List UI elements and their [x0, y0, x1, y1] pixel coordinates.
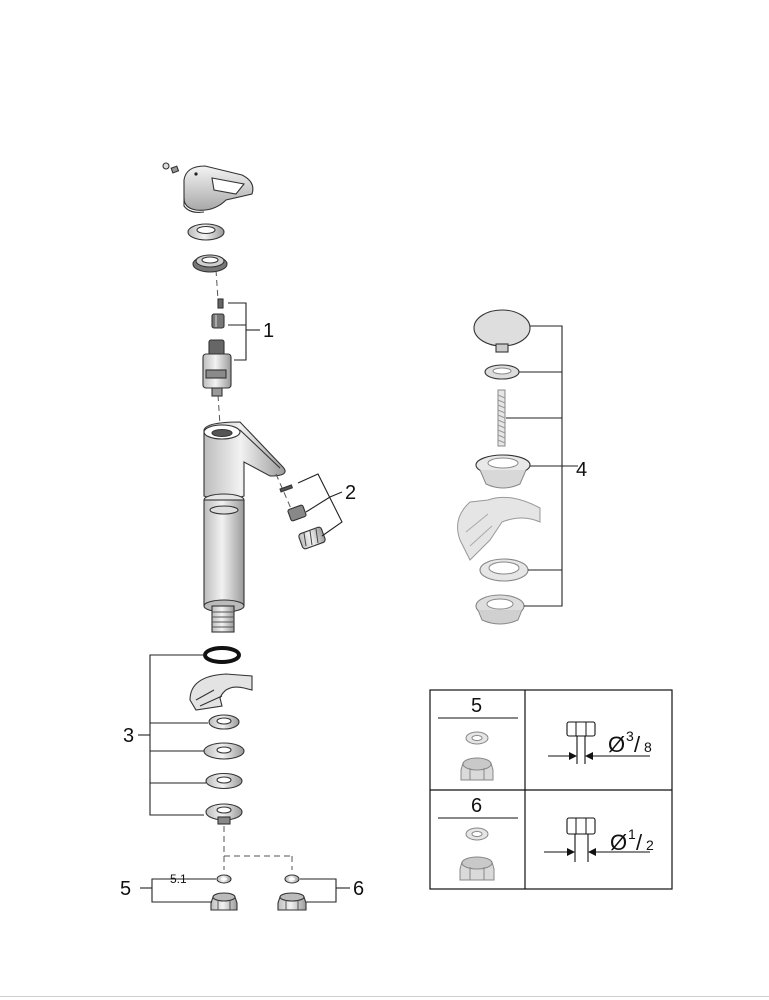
- cap-ring-icon: [187, 223, 225, 241]
- table-row-label-6: 6: [471, 795, 482, 817]
- washer-icon: [205, 772, 243, 790]
- washer-icon: [284, 874, 300, 884]
- callout-label-1: 1: [263, 320, 274, 342]
- fraction-denominator: 2: [646, 837, 654, 853]
- waste-flange-icon: [475, 454, 531, 489]
- fraction-denominator: 8: [644, 739, 652, 755]
- pipe-fitting-icon: [544, 817, 650, 862]
- page-divider: [0, 996, 769, 997]
- plug-cap-icon: [473, 309, 531, 353]
- fraction-slash: /: [634, 732, 641, 757]
- callout-label-5-1: 5.1: [170, 872, 187, 886]
- adapter-icon: [211, 313, 225, 329]
- callout-5-bracket: [140, 878, 216, 903]
- basin-section-icon: [189, 673, 253, 711]
- connection-lines: [223, 826, 293, 870]
- faucet-assembly: 1 2: [120, 162, 364, 911]
- extension-tube-icon: [203, 493, 245, 633]
- callout-label-6: 6: [353, 878, 364, 900]
- aerator-seal-icon: [279, 484, 294, 493]
- callout-2-bracket: [297, 473, 343, 537]
- pop-up-waste-assembly: 4: [457, 309, 587, 625]
- nut-icon: [460, 757, 494, 781]
- set-screw-icon: [162, 162, 180, 174]
- lock-nut-icon: [475, 594, 525, 625]
- washer-icon: [216, 874, 232, 884]
- callout-label-4: 4: [576, 459, 587, 481]
- threaded-rod-icon: [497, 389, 506, 447]
- callout-4-bracket: [506, 325, 578, 607]
- aerator-housing-icon: [298, 526, 326, 550]
- screw-icon: [217, 298, 224, 309]
- callout-3-bracket: [138, 654, 208, 816]
- o-ring-icon: [203, 646, 241, 664]
- washer-icon: [465, 731, 489, 745]
- callout-label-5: 5: [120, 878, 131, 900]
- seal-ring-icon: [484, 364, 520, 380]
- callout-1-bracket: [228, 302, 260, 361]
- table-row-label-5: 5: [471, 695, 482, 717]
- diameter-symbol: Ø: [608, 732, 625, 757]
- fraction-numerator: 3: [626, 728, 634, 744]
- threaded-nut-icon: [192, 254, 228, 273]
- fraction-numerator: 1: [628, 826, 636, 842]
- nut-icon: [210, 892, 238, 911]
- diameter-symbol: Ø: [610, 830, 627, 855]
- axis-line: [217, 394, 221, 426]
- pipe-fitting-icon: [548, 721, 650, 764]
- washer-icon: [465, 827, 489, 841]
- callout-label-2: 2: [345, 482, 356, 504]
- aerator-insert-icon: [287, 504, 307, 522]
- lever-handle-icon: [183, 165, 254, 213]
- axis-line: [215, 269, 219, 301]
- nut-icon: [277, 892, 307, 911]
- washer-icon: [203, 742, 245, 760]
- fixing-nut-icon: [205, 803, 243, 825]
- callout-6-bracket: [300, 878, 350, 903]
- gasket-icon: [479, 558, 529, 582]
- nut-icon: [459, 856, 495, 881]
- callout-label-3: 3: [123, 725, 134, 747]
- connection-size-table: 5 Ø 3 / 8 6: [429, 689, 673, 890]
- fraction-slash: /: [636, 830, 643, 855]
- spout-body-icon: [203, 421, 286, 501]
- cartridge-icon: [202, 339, 232, 397]
- washer-icon: [208, 714, 240, 730]
- basin-section-icon: [457, 496, 541, 561]
